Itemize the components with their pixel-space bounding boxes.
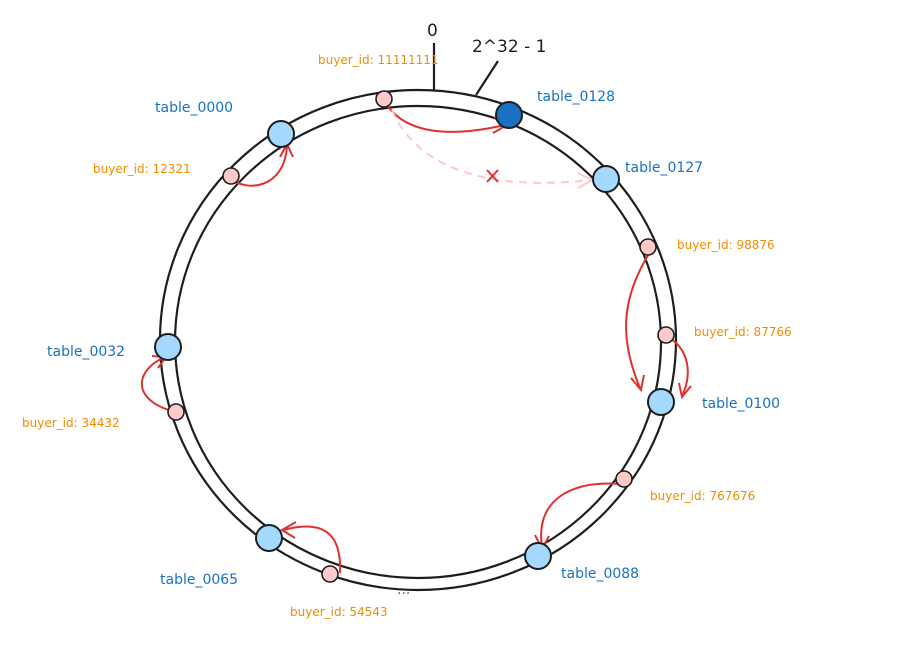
arrow-head-87766 bbox=[678, 382, 692, 400]
key-767676 bbox=[615, 470, 633, 488]
label-table-0127: table_0127 bbox=[625, 160, 703, 176]
label-table-0065: table_0065 bbox=[160, 572, 238, 588]
label-buyer-87766: buyer_id: 87766 bbox=[694, 325, 792, 339]
ring-ellipsis: ... bbox=[397, 582, 410, 598]
arrow-98876-to-table-0100 bbox=[625, 251, 651, 389]
rejected-arrow-head bbox=[577, 172, 595, 189]
key-87766 bbox=[657, 326, 675, 344]
arrow-11111111-to-table-0128 bbox=[383, 99, 506, 133]
rejected-cross-icon-stroke2 bbox=[486, 169, 499, 183]
node-table-0000 bbox=[267, 120, 295, 148]
arrow-head-98876 bbox=[630, 374, 645, 393]
hash-ring-outer bbox=[158, 88, 678, 592]
label-buyer-767676: buyer_id: 767676 bbox=[650, 489, 755, 503]
label-buyer-54543: buyer_id: 54543 bbox=[290, 605, 388, 619]
arrow-34432-to-table-0032 bbox=[140, 356, 176, 413]
label-table-0100: table_0100 bbox=[702, 396, 780, 412]
node-table-0088 bbox=[524, 542, 552, 570]
key-12321 bbox=[222, 167, 240, 185]
arrow-767676-to-table-0088 bbox=[540, 482, 623, 549]
label-buyer-12321: buyer_id: 12321 bbox=[93, 162, 191, 176]
key-98876 bbox=[639, 238, 657, 256]
ring-max-label: 2^32 - 1 bbox=[472, 37, 546, 57]
key-11111111 bbox=[375, 90, 393, 108]
label-buyer-98876: buyer_id: 98876 bbox=[677, 238, 775, 252]
label-table-0032: table_0032 bbox=[47, 344, 125, 360]
node-table-0065 bbox=[255, 524, 283, 552]
key-54543 bbox=[321, 565, 339, 583]
label-table-0088: table_0088 bbox=[561, 566, 639, 582]
label-buyer-11111111: buyer_id: 11111111 bbox=[318, 53, 439, 67]
hash-ring-inner bbox=[173, 104, 663, 580]
rejected-arrow-11111111-to-table-0127 bbox=[391, 109, 591, 184]
label-buyer-34432: buyer_id: 34432 bbox=[22, 416, 120, 430]
key-34432 bbox=[167, 403, 185, 421]
node-table-0032 bbox=[154, 333, 182, 361]
arrow-87766-to-table-0100 bbox=[667, 336, 689, 397]
arrow-54543-to-table-0065 bbox=[282, 525, 342, 574]
node-table-0100 bbox=[647, 388, 675, 416]
arrow-head-54543 bbox=[280, 521, 297, 539]
ring-max-marker bbox=[475, 60, 499, 96]
label-table-0128: table_0128 bbox=[537, 89, 615, 105]
node-table-0128 bbox=[495, 101, 523, 129]
label-table-0000: table_0000 bbox=[155, 100, 233, 116]
node-table-0127 bbox=[592, 165, 620, 193]
ring-zero-label: 0 bbox=[427, 21, 438, 41]
